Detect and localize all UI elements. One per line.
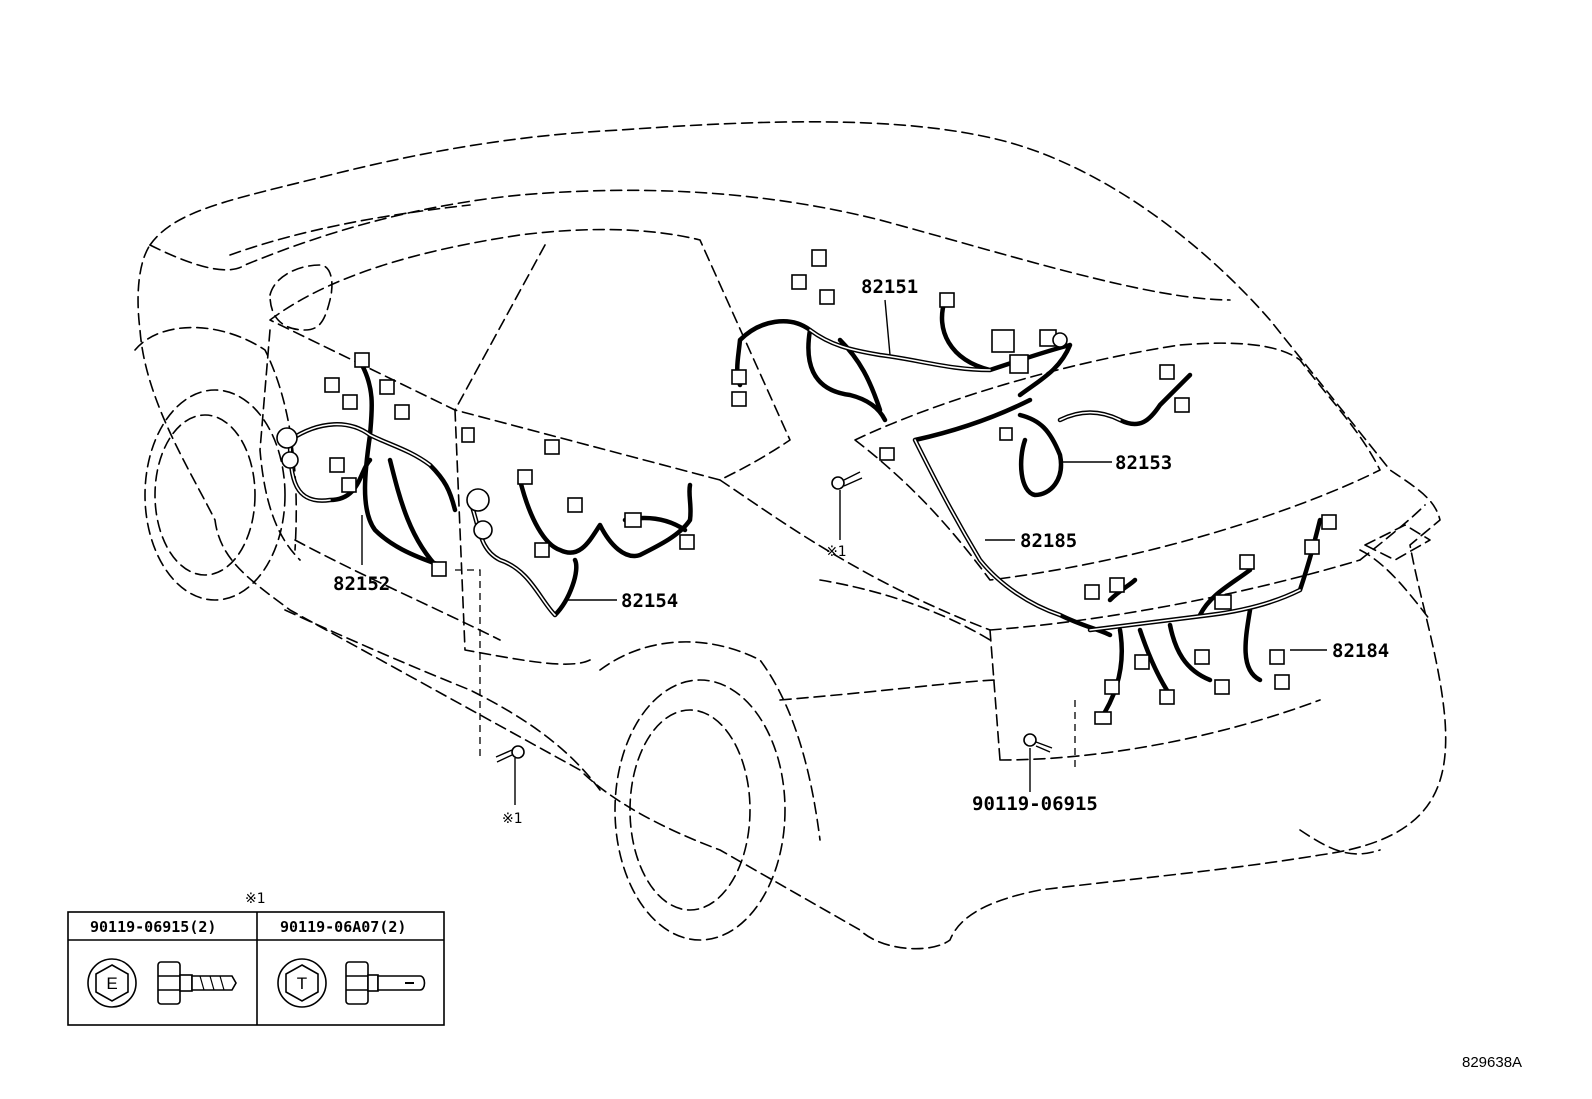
legend-part-no-1: 90119-06915(2) xyxy=(90,918,216,936)
bolt-head-icon-t: T xyxy=(277,958,327,1008)
callout-82184: 82184 xyxy=(1332,640,1389,662)
legend-note-mark: ※1 xyxy=(245,891,266,907)
bolt-rear xyxy=(1023,733,1053,753)
bolt-floor xyxy=(495,745,525,763)
harness-82152 xyxy=(276,352,475,577)
vehicle-body-outline xyxy=(134,121,1447,950)
callout-82151: 82151 xyxy=(861,276,918,298)
note-mark-floor: ※1 xyxy=(502,811,523,827)
figure-id: 829638A xyxy=(1462,1054,1522,1071)
bolt-head-letter-t: T xyxy=(297,974,307,993)
bolt-side-icon-1 xyxy=(157,961,237,1005)
bolt-head-icon-e: E xyxy=(87,958,137,1008)
callout-82154: 82154 xyxy=(621,590,678,612)
bolt-head-letter-e: E xyxy=(106,974,117,993)
callout-82152: 82152 xyxy=(333,573,390,595)
harness-82185 xyxy=(879,397,1113,638)
bolt-side-icon-2 xyxy=(345,961,426,1005)
harness-82154 xyxy=(466,439,695,618)
callout-82185: 82185 xyxy=(1020,530,1077,552)
fastener-legend: ※1 90119-06915(2) 90119-06A07(2) E T xyxy=(67,891,445,1026)
harness-82151 xyxy=(731,249,1073,423)
callout-90119-06915: 90119-06915 xyxy=(972,793,1098,815)
leader-lines xyxy=(361,299,1327,805)
harness-82153 xyxy=(999,364,1193,498)
note-mark-roof: ※1 xyxy=(826,544,847,560)
legend-part-no-2: 90119-06A07(2) xyxy=(280,918,406,936)
bolt-roof xyxy=(831,471,863,490)
harness-82184 xyxy=(1084,514,1337,725)
callout-82153: 82153 xyxy=(1115,452,1172,474)
